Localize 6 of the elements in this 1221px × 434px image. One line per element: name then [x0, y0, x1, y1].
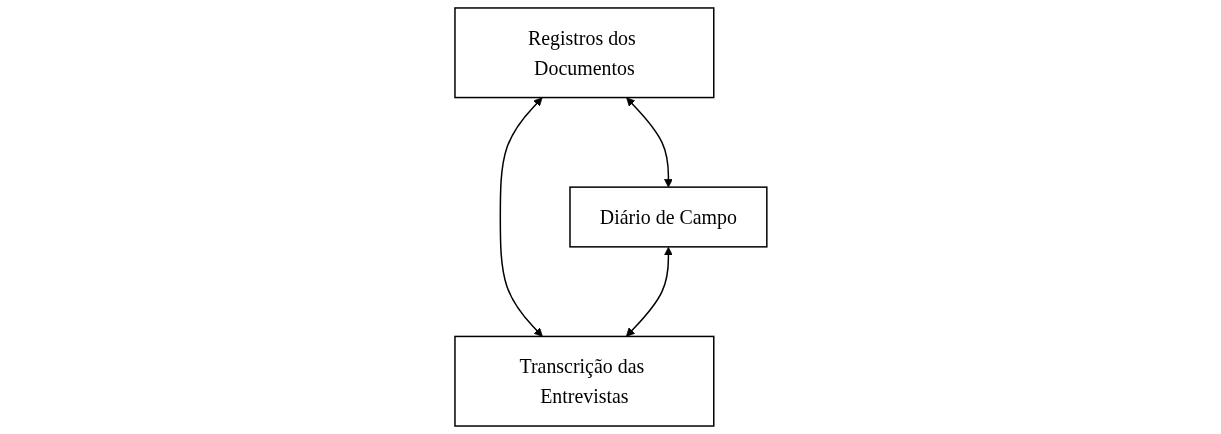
- node-box: Registros dos Documentos: [453, 7, 715, 99]
- arrow: [625, 97, 673, 188]
- node-box: Diário de Campo: [568, 186, 768, 248]
- arrow: [625, 246, 673, 337]
- node-box: Transcrição das Entrevistas: [453, 335, 715, 427]
- arrow: [499, 97, 543, 337]
